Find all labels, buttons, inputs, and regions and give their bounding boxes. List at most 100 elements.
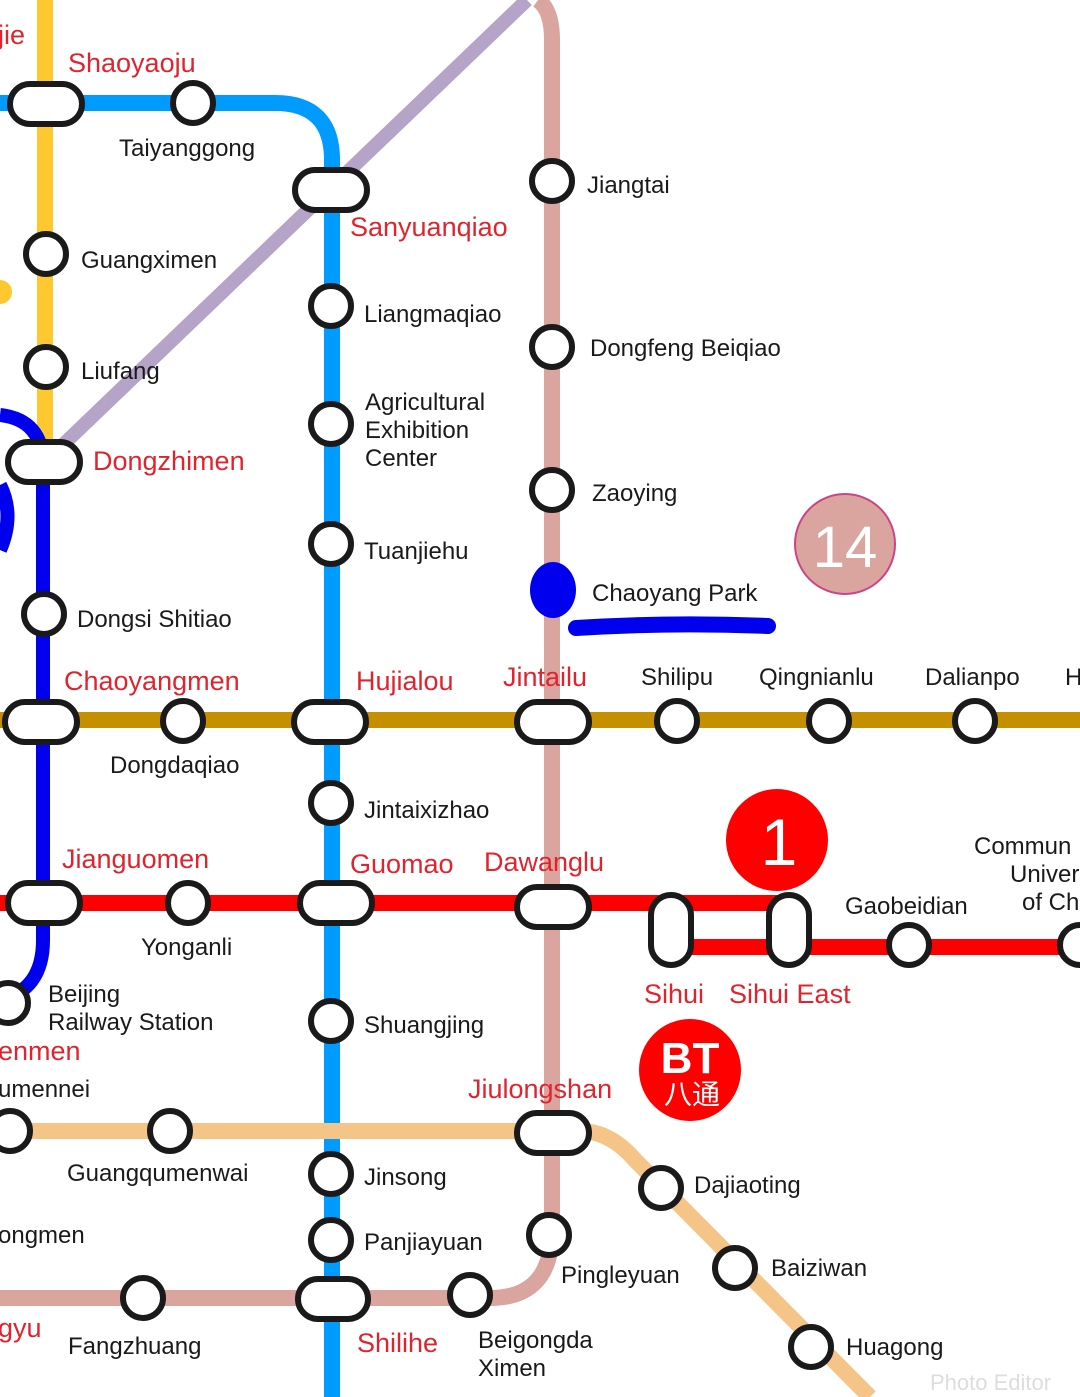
label: Shuangjing	[364, 1012, 484, 1039]
station-yonganli[interactable]	[165, 880, 211, 926]
label: enmen	[0, 1036, 81, 1066]
station-liufang[interactable]	[23, 344, 69, 390]
label: H	[1065, 664, 1080, 691]
line-10-blue	[0, 95, 340, 1397]
label: Shaoyaoju	[68, 48, 196, 78]
station-dawanglu[interactable]	[514, 884, 592, 930]
station-hujialou[interactable]	[291, 699, 369, 745]
station-chaoyangmen[interactable]	[2, 699, 80, 745]
station-dongsi-shitiao[interactable]	[21, 591, 67, 637]
batong-badge-bottom: 八通	[664, 1078, 720, 1111]
label: Beigongda	[478, 1327, 593, 1354]
station-agricultural-exhibition-center[interactable]	[308, 401, 354, 447]
label: Shilihe	[357, 1328, 438, 1358]
line-14-badge: 14	[794, 493, 896, 595]
label: Railway Station	[48, 1009, 213, 1036]
station-zaoying[interactable]	[529, 467, 575, 513]
station-jiulongshan[interactable]	[514, 1110, 592, 1156]
label: Chaoyangmen	[64, 666, 240, 696]
station-shaoyaoju[interactable]	[7, 81, 85, 127]
watermark: Photo Editor	[930, 1370, 1051, 1395]
label: Gaobeidian	[845, 893, 968, 920]
label: Sihui	[644, 979, 704, 1009]
station-baiziwan[interactable]	[712, 1245, 758, 1291]
station-dongzhimen[interactable]	[5, 439, 83, 485]
station-shilipu[interactable]	[654, 698, 700, 744]
station-beijing-railway-station[interactable]	[0, 980, 31, 1026]
label: Exhibition	[365, 417, 469, 444]
label: Huagong	[846, 1334, 943, 1361]
label: Univer	[1010, 861, 1079, 888]
station-sihui-east[interactable]	[766, 892, 812, 968]
label: Qingnianlu	[759, 664, 874, 691]
label: Commun	[974, 833, 1071, 860]
station-beigongda-ximen[interactable]	[447, 1272, 493, 1318]
station-tuanjiehu[interactable]	[308, 521, 354, 567]
label: Dongdaqiao	[110, 752, 239, 779]
label: Baiziwan	[771, 1255, 867, 1282]
label: Guangximen	[81, 247, 217, 274]
batong-badge-top: BT	[661, 1034, 720, 1083]
station-jinsong[interactable]	[308, 1151, 354, 1197]
label: Taiyanggong	[119, 135, 255, 162]
label: Sihui East	[729, 979, 851, 1009]
station-shilihe[interactable]	[295, 1276, 371, 1322]
station-dalianpo[interactable]	[952, 698, 998, 744]
station-chongwenmen[interactable]	[0, 1108, 33, 1154]
station-jintailu[interactable]	[514, 699, 592, 745]
station-jintaixizhao[interactable]	[308, 780, 354, 826]
station-guangqumenwai[interactable]	[147, 1108, 193, 1154]
station-liangmaqiao[interactable]	[308, 283, 354, 329]
label: umennei	[0, 1076, 90, 1103]
station-markers	[0, 80, 1080, 1370]
station-fangzhuang[interactable]	[120, 1275, 166, 1321]
station-communication-university[interactable]	[1057, 922, 1080, 968]
label: Sanyuanqiao	[350, 212, 508, 242]
station-taiyanggong[interactable]	[170, 80, 216, 126]
line-14-badge-text: 14	[813, 515, 878, 580]
line-1-badge-text: 1	[761, 805, 798, 879]
station-sanyuanqiao[interactable]	[292, 167, 370, 213]
station-huagong[interactable]	[788, 1324, 834, 1370]
interchange-labels: jie Shaoyaoju Sanyuanqiao Dongzhimen Cha…	[0, 20, 851, 1358]
station-sihui[interactable]	[648, 892, 694, 968]
label: Ximen	[478, 1355, 546, 1382]
station-jianguomen[interactable]	[5, 880, 83, 926]
label: of Ch	[1022, 889, 1079, 916]
label: Chaoyang Park	[592, 580, 758, 607]
label: jie	[0, 20, 25, 50]
label: Jinsong	[364, 1164, 447, 1191]
line-2-darkblue-arc	[0, 481, 15, 553]
label: Center	[365, 445, 437, 472]
label: ongmen	[0, 1222, 85, 1249]
label: Dajiaoting	[694, 1172, 801, 1199]
station-chaoyang-park-highlight[interactable]	[530, 562, 576, 618]
line-1-badge: 1	[726, 789, 828, 891]
station-gaobeidian[interactable]	[886, 922, 932, 968]
label: Panjiayuan	[364, 1229, 483, 1256]
label: Pingleyuan	[561, 1262, 680, 1289]
label: Tuanjiehu	[364, 538, 469, 565]
label: Liangmaqiao	[364, 301, 501, 328]
label: Beijing	[48, 981, 120, 1008]
station-shuangjing[interactable]	[308, 998, 354, 1044]
label: Dalianpo	[925, 664, 1020, 691]
label: Jiulongshan	[468, 1074, 612, 1104]
station-labels: Taiyanggong Guangximen Liufang Liangmaqi…	[0, 135, 1080, 1382]
station-guomao[interactable]	[297, 880, 375, 926]
station-dongdaqiao[interactable]	[160, 698, 206, 744]
station-dajiaoting[interactable]	[638, 1165, 684, 1211]
station-panjiayuan[interactable]	[308, 1217, 354, 1263]
station-qingnianlu[interactable]	[806, 698, 852, 744]
label: Hujialou	[356, 666, 454, 696]
station-jiangtai[interactable]	[529, 158, 575, 204]
label: Fangzhuang	[68, 1333, 201, 1360]
label: Jiangtai	[587, 172, 670, 199]
interchange-markers	[2, 81, 812, 1322]
station-pingleyuan[interactable]	[526, 1212, 572, 1258]
station-guangximen[interactable]	[23, 231, 69, 277]
station-dongfeng-beiqiao[interactable]	[529, 324, 575, 370]
label: Dawanglu	[484, 847, 604, 877]
